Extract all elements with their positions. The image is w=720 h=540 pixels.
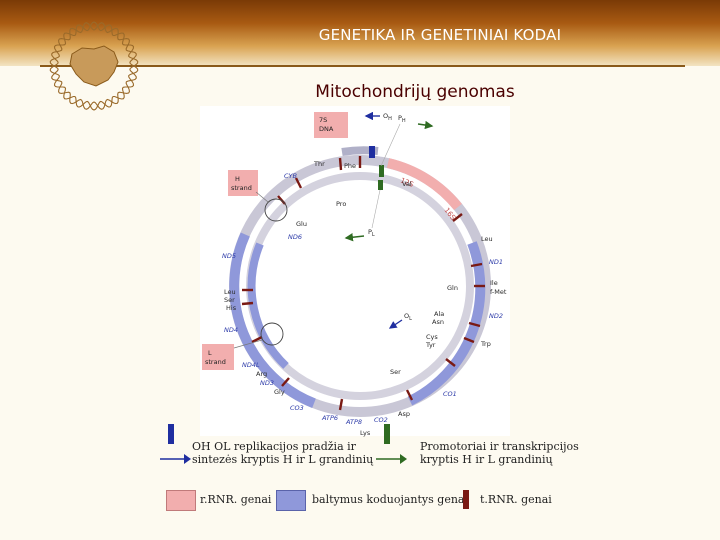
mitochondrial-genome-diagram: 7S DNA OH PH PL 12S 16S H strand L stran… [202, 111, 507, 437]
label-nd6: ND6 [288, 233, 302, 241]
label-ser1: Ser [224, 296, 235, 304]
h-strand-leader [255, 191, 269, 203]
pl-leader [371, 189, 381, 229]
label-atp8: ATP8 [345, 418, 362, 426]
label-phe: Phe [344, 162, 356, 170]
label-co2: CO2 [374, 416, 388, 424]
dna7s-label-1: 7S [319, 116, 327, 124]
outer-rrna-arc [386, 158, 462, 211]
rrna-legend-swatch [166, 490, 196, 511]
label-nd4l: ND4L [242, 361, 260, 369]
trna-legend-swatch [463, 490, 469, 509]
label-gly: Gly [274, 388, 285, 396]
ol-arrow [388, 319, 403, 329]
ph-arrow [417, 120, 434, 130]
l-strand-label-2: strand [205, 358, 226, 366]
dna7s-label-2: DNA [319, 125, 334, 133]
ph-label: PH [398, 114, 406, 124]
trna-legend-label: t.RNR. genai [480, 493, 552, 506]
promoter-legend-line-1: Promotoriai ir transkripcijos [420, 440, 579, 453]
promoter-legend-line-2: kryptis H ir L grandinių [420, 453, 553, 466]
pl-marker [378, 180, 383, 190]
lithuania-map-icon [69, 45, 119, 87]
dloop-arc [341, 146, 379, 156]
outer-protein-arc [229, 232, 316, 408]
label-atp6: ATP6 [321, 414, 338, 422]
origin-legend-line-2: sintezės kryptis H ir L grandinių [192, 453, 374, 466]
oh-label: OH [383, 112, 392, 122]
origin-legend-arrow [160, 454, 191, 464]
outer-protein-arc-right [407, 241, 486, 406]
dna-ring-logo [49, 21, 139, 111]
promoter-legend-arrow [376, 454, 407, 464]
h-strand-box [228, 170, 258, 196]
ph-leader [380, 123, 401, 167]
l-strand-leader [233, 339, 263, 349]
label-ala: Ala [434, 310, 444, 318]
header-title: GENETIKA IR GENETINIAI KODAI [318, 26, 562, 44]
label-lys: Lys [360, 429, 371, 437]
label-gln: Gln [447, 284, 458, 292]
pl-label: PL [368, 228, 375, 238]
label-nd2: ND2 [489, 312, 503, 320]
label-leu1: Leu [481, 235, 493, 243]
label-cytb: CYB [284, 172, 298, 180]
label-glu: Glu [296, 220, 307, 228]
label-asp: Asp [398, 410, 410, 418]
l-strand-zoom-circle [260, 322, 284, 346]
ph-marker [379, 165, 384, 177]
label-nd4: ND4 [224, 326, 238, 334]
label-ile: Ile [490, 279, 498, 287]
label-trp: Trp [480, 340, 491, 348]
h-strand-zoom-circle [264, 198, 288, 222]
rrna-legend-label: r.RNR. genai [200, 493, 272, 506]
label-nd1: ND1 [489, 258, 503, 266]
oh-marker [369, 146, 375, 158]
label-val: Val [402, 180, 412, 188]
label-arg: Arg [256, 370, 267, 378]
h-strand-label-1: H [235, 175, 240, 183]
origin-legend-line-1: OH OL replikacijos pradžia ir [192, 440, 356, 453]
label-co3: CO3 [290, 404, 304, 412]
origin-legend-text: OH OL replikacijos pradžia ir sintezės k… [192, 440, 373, 466]
promoter-legend-bar [384, 424, 390, 444]
label-his: His [226, 304, 237, 312]
protein-legend-swatch [276, 490, 306, 511]
logo-helix-strand-2 [49, 21, 139, 110]
header-rule [40, 65, 685, 67]
origin-legend-bar [168, 424, 174, 444]
slide-title: Mitochondrijų genomas [315, 82, 515, 102]
label-fmet: f-Met [490, 288, 507, 296]
label-co1: CO1 [443, 390, 457, 398]
label-cys: Cys [426, 333, 438, 341]
ol-label: OL [404, 312, 412, 322]
label-leu2: Leu [224, 288, 236, 296]
label-asn: Asn [432, 318, 444, 326]
l-strand-label-1: L [208, 349, 212, 357]
pl-arrow [344, 233, 365, 242]
label-tyr: Tyr [425, 341, 436, 349]
label-ser2: Ser [390, 368, 401, 376]
promoter-legend-text: Promotoriai ir transkripcijos kryptis H … [420, 440, 579, 466]
label-pro: Pro [336, 200, 346, 208]
label-nd3: ND3 [260, 379, 274, 387]
h-strand-label-2: strand [231, 184, 252, 192]
label-thr: Thr [313, 160, 325, 168]
label-nd5: ND5 [222, 252, 236, 260]
protein-legend-label: baltymus koduojantys genai [312, 493, 468, 506]
dna7s-box [314, 112, 348, 138]
inner-protein-arc [247, 242, 289, 369]
l-strand-box [202, 344, 234, 370]
